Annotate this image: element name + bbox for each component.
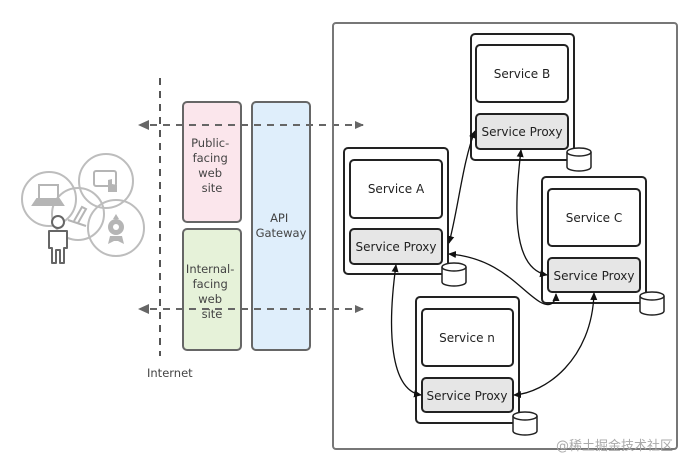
- public-website-box: [182, 101, 242, 223]
- service-a-label: Service A: [368, 182, 425, 196]
- api-gateway-box: [251, 101, 311, 351]
- connector-c-n: [513, 292, 598, 399]
- public-traffic-arrowhead-left: [138, 120, 149, 130]
- api-gateway-label: API Gateway: [256, 211, 307, 240]
- robot-device-circle: [87, 199, 145, 257]
- connector-b-c: [516, 149, 548, 278]
- service-c-label: Service C: [566, 211, 623, 225]
- internet-label: Internet: [147, 366, 193, 380]
- robot-icon: [108, 214, 124, 244]
- service-b-node: Service B Service Proxy: [470, 33, 575, 161]
- watermark-text: @稀土掘金技术社区: [556, 438, 673, 454]
- service-b-database-icon: [566, 147, 592, 172]
- service-b-label: Service B: [494, 67, 550, 81]
- services-container: [332, 22, 678, 450]
- service-a-database-icon: [441, 262, 467, 287]
- service-n-database-icon: [512, 411, 538, 436]
- laptop-icon: [31, 184, 65, 206]
- service-b-proxy-box: [475, 113, 569, 150]
- public-website-label: Public- facing web site: [191, 136, 233, 195]
- service-n-proxy-box: [421, 377, 514, 413]
- service-n-node: Service n Service Proxy: [415, 296, 520, 424]
- service-a-proxy-box: [349, 228, 443, 265]
- service-c-box: [547, 188, 641, 247]
- service-b-proxy-label: Service Proxy: [481, 125, 562, 139]
- service-n-proxy-label: Service Proxy: [426, 389, 507, 403]
- service-c-node: Service C Service Proxy: [541, 176, 647, 304]
- internal-website-label: Internal- facing web site: [186, 262, 238, 321]
- service-n-label: Service n: [439, 331, 495, 345]
- laptop-device-circle: [21, 171, 77, 227]
- service-a-box: [349, 159, 443, 219]
- internal-traffic-arrowhead-left: [138, 304, 149, 314]
- connector-a-b: [447, 130, 476, 244]
- tablet-touch-icon: [93, 170, 117, 192]
- service-c-proxy-label: Service Proxy: [553, 269, 634, 283]
- tablet-pen-device-circle: [51, 187, 105, 241]
- internal-website-box: [182, 228, 242, 351]
- person-icon: [48, 215, 68, 264]
- client-devices-group: [21, 153, 145, 257]
- tablet-pen-icon: [67, 205, 88, 227]
- service-a-proxy-label: Service Proxy: [355, 240, 436, 254]
- service-c-database-icon: [639, 291, 665, 316]
- service-n-box: [421, 308, 514, 367]
- connector-a-n: [390, 264, 422, 398]
- service-a-node: Service A Service Proxy: [343, 147, 449, 275]
- service-b-box: [475, 44, 569, 103]
- tablet-touch-device-circle: [78, 153, 134, 209]
